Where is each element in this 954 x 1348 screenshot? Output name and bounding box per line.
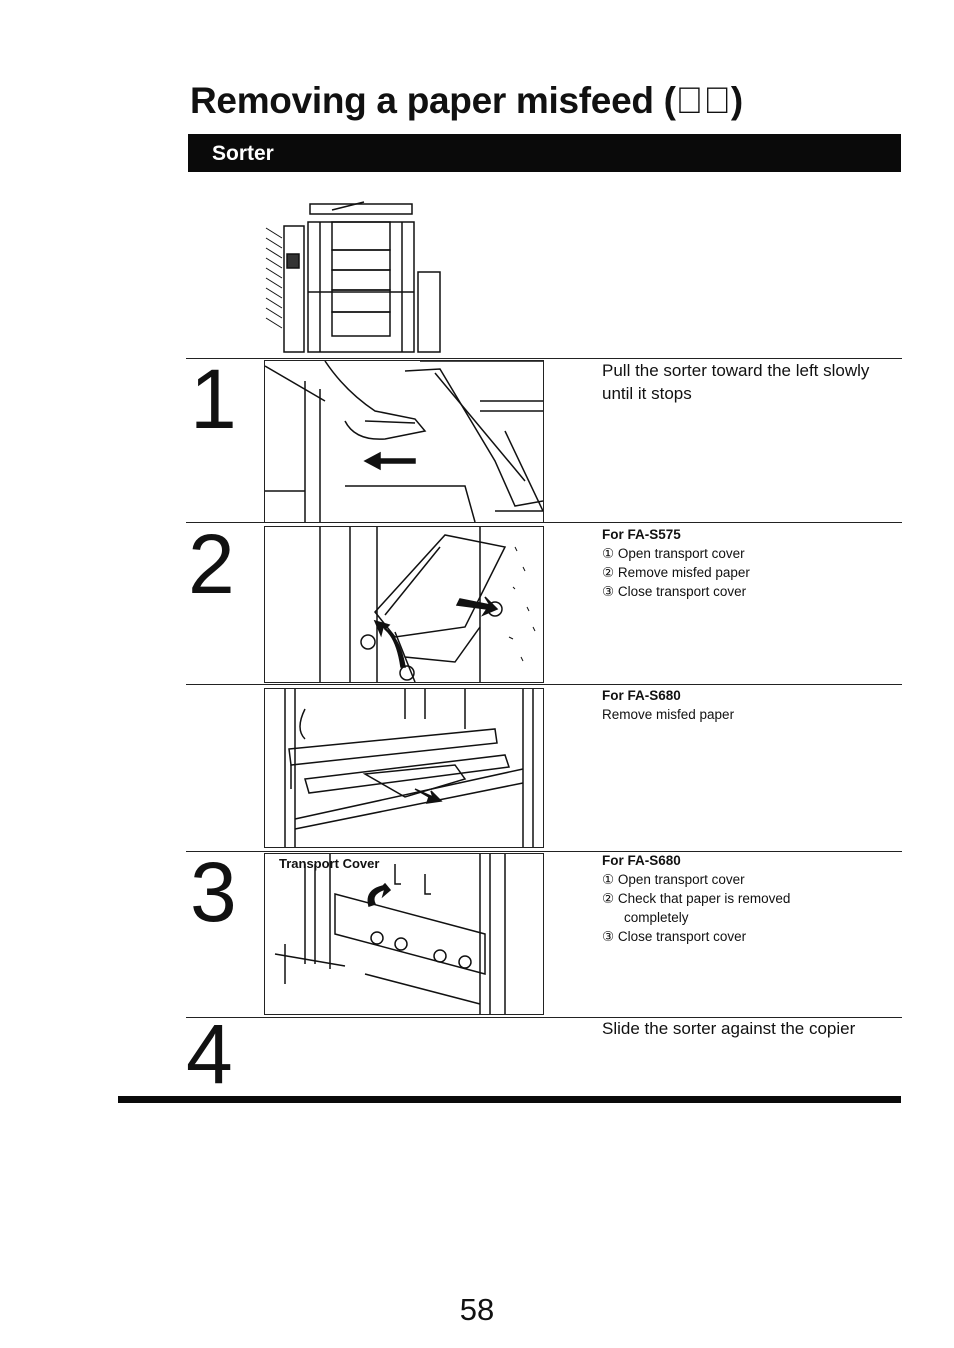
step-2-line-3: ③ Close transport cover <box>602 584 747 599</box>
step-3-line-2: ② Check that paper is removed <box>602 891 791 906</box>
step-2-figure <box>264 526 544 683</box>
step-2-line-1: ① Open transport cover <box>602 546 745 561</box>
step-4-number: 4 <box>186 1007 233 1101</box>
step-1-text: Pull the sorter toward the left slowly u… <box>602 361 870 403</box>
page-title: Removing a paper misfeed (≷⃞) <box>190 80 743 121</box>
step-2-number: 2 <box>188 517 235 611</box>
step-3-line-2-cont: completely <box>624 910 689 925</box>
page-number: 58 <box>459 1292 495 1327</box>
step-4-text: Slide the sorter against the copier <box>602 1019 856 1038</box>
step-1-figure <box>264 360 544 523</box>
step-2b-figure <box>264 688 544 848</box>
section-title: Sorter <box>212 142 274 165</box>
step-3-heading: For FA-S680 <box>602 853 681 868</box>
step-1-number: 1 <box>190 352 237 446</box>
section-bar: Sorter <box>188 134 901 172</box>
bottom-rule <box>118 1096 901 1103</box>
step-2-text: For FA-S575 ① Open transport cover ② Rem… <box>602 525 902 601</box>
transport-cover-label: Transport Cover <box>279 856 380 871</box>
step-2-heading: For FA-S575 <box>602 527 681 542</box>
step-2-line-2: ② Remove misfed paper <box>602 565 750 580</box>
step-3-number: 3 <box>190 845 237 939</box>
step-2b-line-1: Remove misfed paper <box>602 707 735 722</box>
step-3-text: For FA-S680 ① Open transport cover ② Che… <box>602 851 902 946</box>
step-2b-heading: For FA-S680 <box>602 688 681 703</box>
step-2b-text: For FA-S680 Remove misfed paper <box>602 686 902 724</box>
step-3-line-1: ① Open transport cover <box>602 872 745 887</box>
overview-diagram <box>262 198 447 356</box>
step-3-line-3: ③ Close transport cover <box>602 929 747 944</box>
step-3-figure: Transport Cover <box>264 853 544 1015</box>
